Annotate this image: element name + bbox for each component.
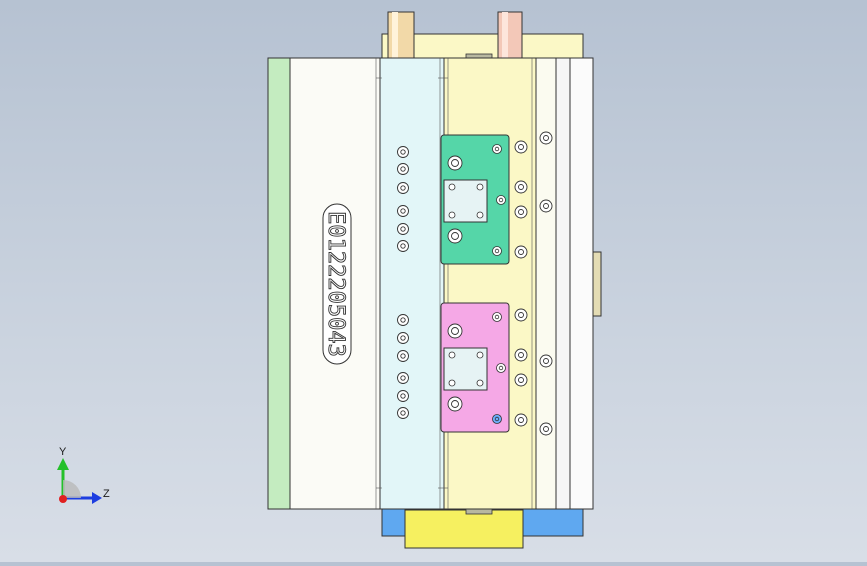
part-number-text: E0122205043 <box>323 211 348 357</box>
screw-hole-icon <box>496 195 506 205</box>
cyan-plate <box>379 57 445 510</box>
screw-hole-icon <box>397 332 409 344</box>
screw-hole-icon <box>514 180 528 194</box>
right-plate-1 <box>535 57 557 510</box>
screw-hole-icon <box>496 363 506 373</box>
right-plate-3 <box>569 57 594 510</box>
side-nozzle <box>592 251 602 317</box>
screw-hole-icon <box>539 199 553 213</box>
screw-hole-icon <box>514 413 528 427</box>
screw-hole-icon <box>514 245 528 259</box>
screw-hole-icon <box>492 246 502 256</box>
screw-hole-icon <box>539 131 553 145</box>
screw-hole-icon <box>397 390 409 402</box>
screw-hole-icon <box>539 422 553 436</box>
bottom-yellow-block <box>404 509 524 549</box>
cyan-plate-screws <box>397 146 409 419</box>
guide-post-right <box>497 11 523 59</box>
screw-hole-icon <box>397 163 409 175</box>
screw-hole-icon <box>397 182 409 194</box>
screw-hole-icon <box>514 205 528 219</box>
part-number-engraving: E0122205043 <box>322 203 352 365</box>
screw-hole-icon <box>514 348 528 362</box>
axis-triad: Y Z <box>57 446 110 504</box>
teal-slider-block <box>440 134 510 265</box>
screw-hole-icon <box>397 372 409 384</box>
right-plate-screws <box>539 131 553 436</box>
bolt-icon <box>447 323 463 339</box>
screw-hole-icon <box>397 205 409 217</box>
screw-hole-icon <box>514 373 528 387</box>
screw-hole-icon <box>492 312 502 322</box>
screw-hole-icon <box>514 308 528 322</box>
screw-hole-icon <box>539 354 553 368</box>
axis-label-y: Y <box>59 446 67 458</box>
right-plate-2 <box>555 57 571 510</box>
screw-hole-icon <box>397 146 409 158</box>
screw-hole-icon <box>397 223 409 235</box>
screw-hole-icon <box>492 414 502 424</box>
guide-post-left <box>387 11 415 59</box>
screw-hole-icon <box>397 314 409 326</box>
pink-slider-block <box>440 302 510 433</box>
bolt-icon <box>447 396 463 412</box>
screw-hole-icon <box>492 144 502 154</box>
axis-label-z: Z <box>103 488 110 500</box>
screw-hole-icon <box>397 240 409 252</box>
x-axis-origin-icon <box>59 495 67 503</box>
yellow-plate <box>443 57 537 510</box>
bolt-icon <box>447 155 463 171</box>
yellow-plate-screws <box>514 140 528 427</box>
screw-hole-icon <box>397 350 409 362</box>
screw-hole-icon <box>514 140 528 154</box>
bolt-icon <box>447 228 463 244</box>
green-plate <box>267 57 291 510</box>
screw-hole-icon <box>397 407 409 419</box>
